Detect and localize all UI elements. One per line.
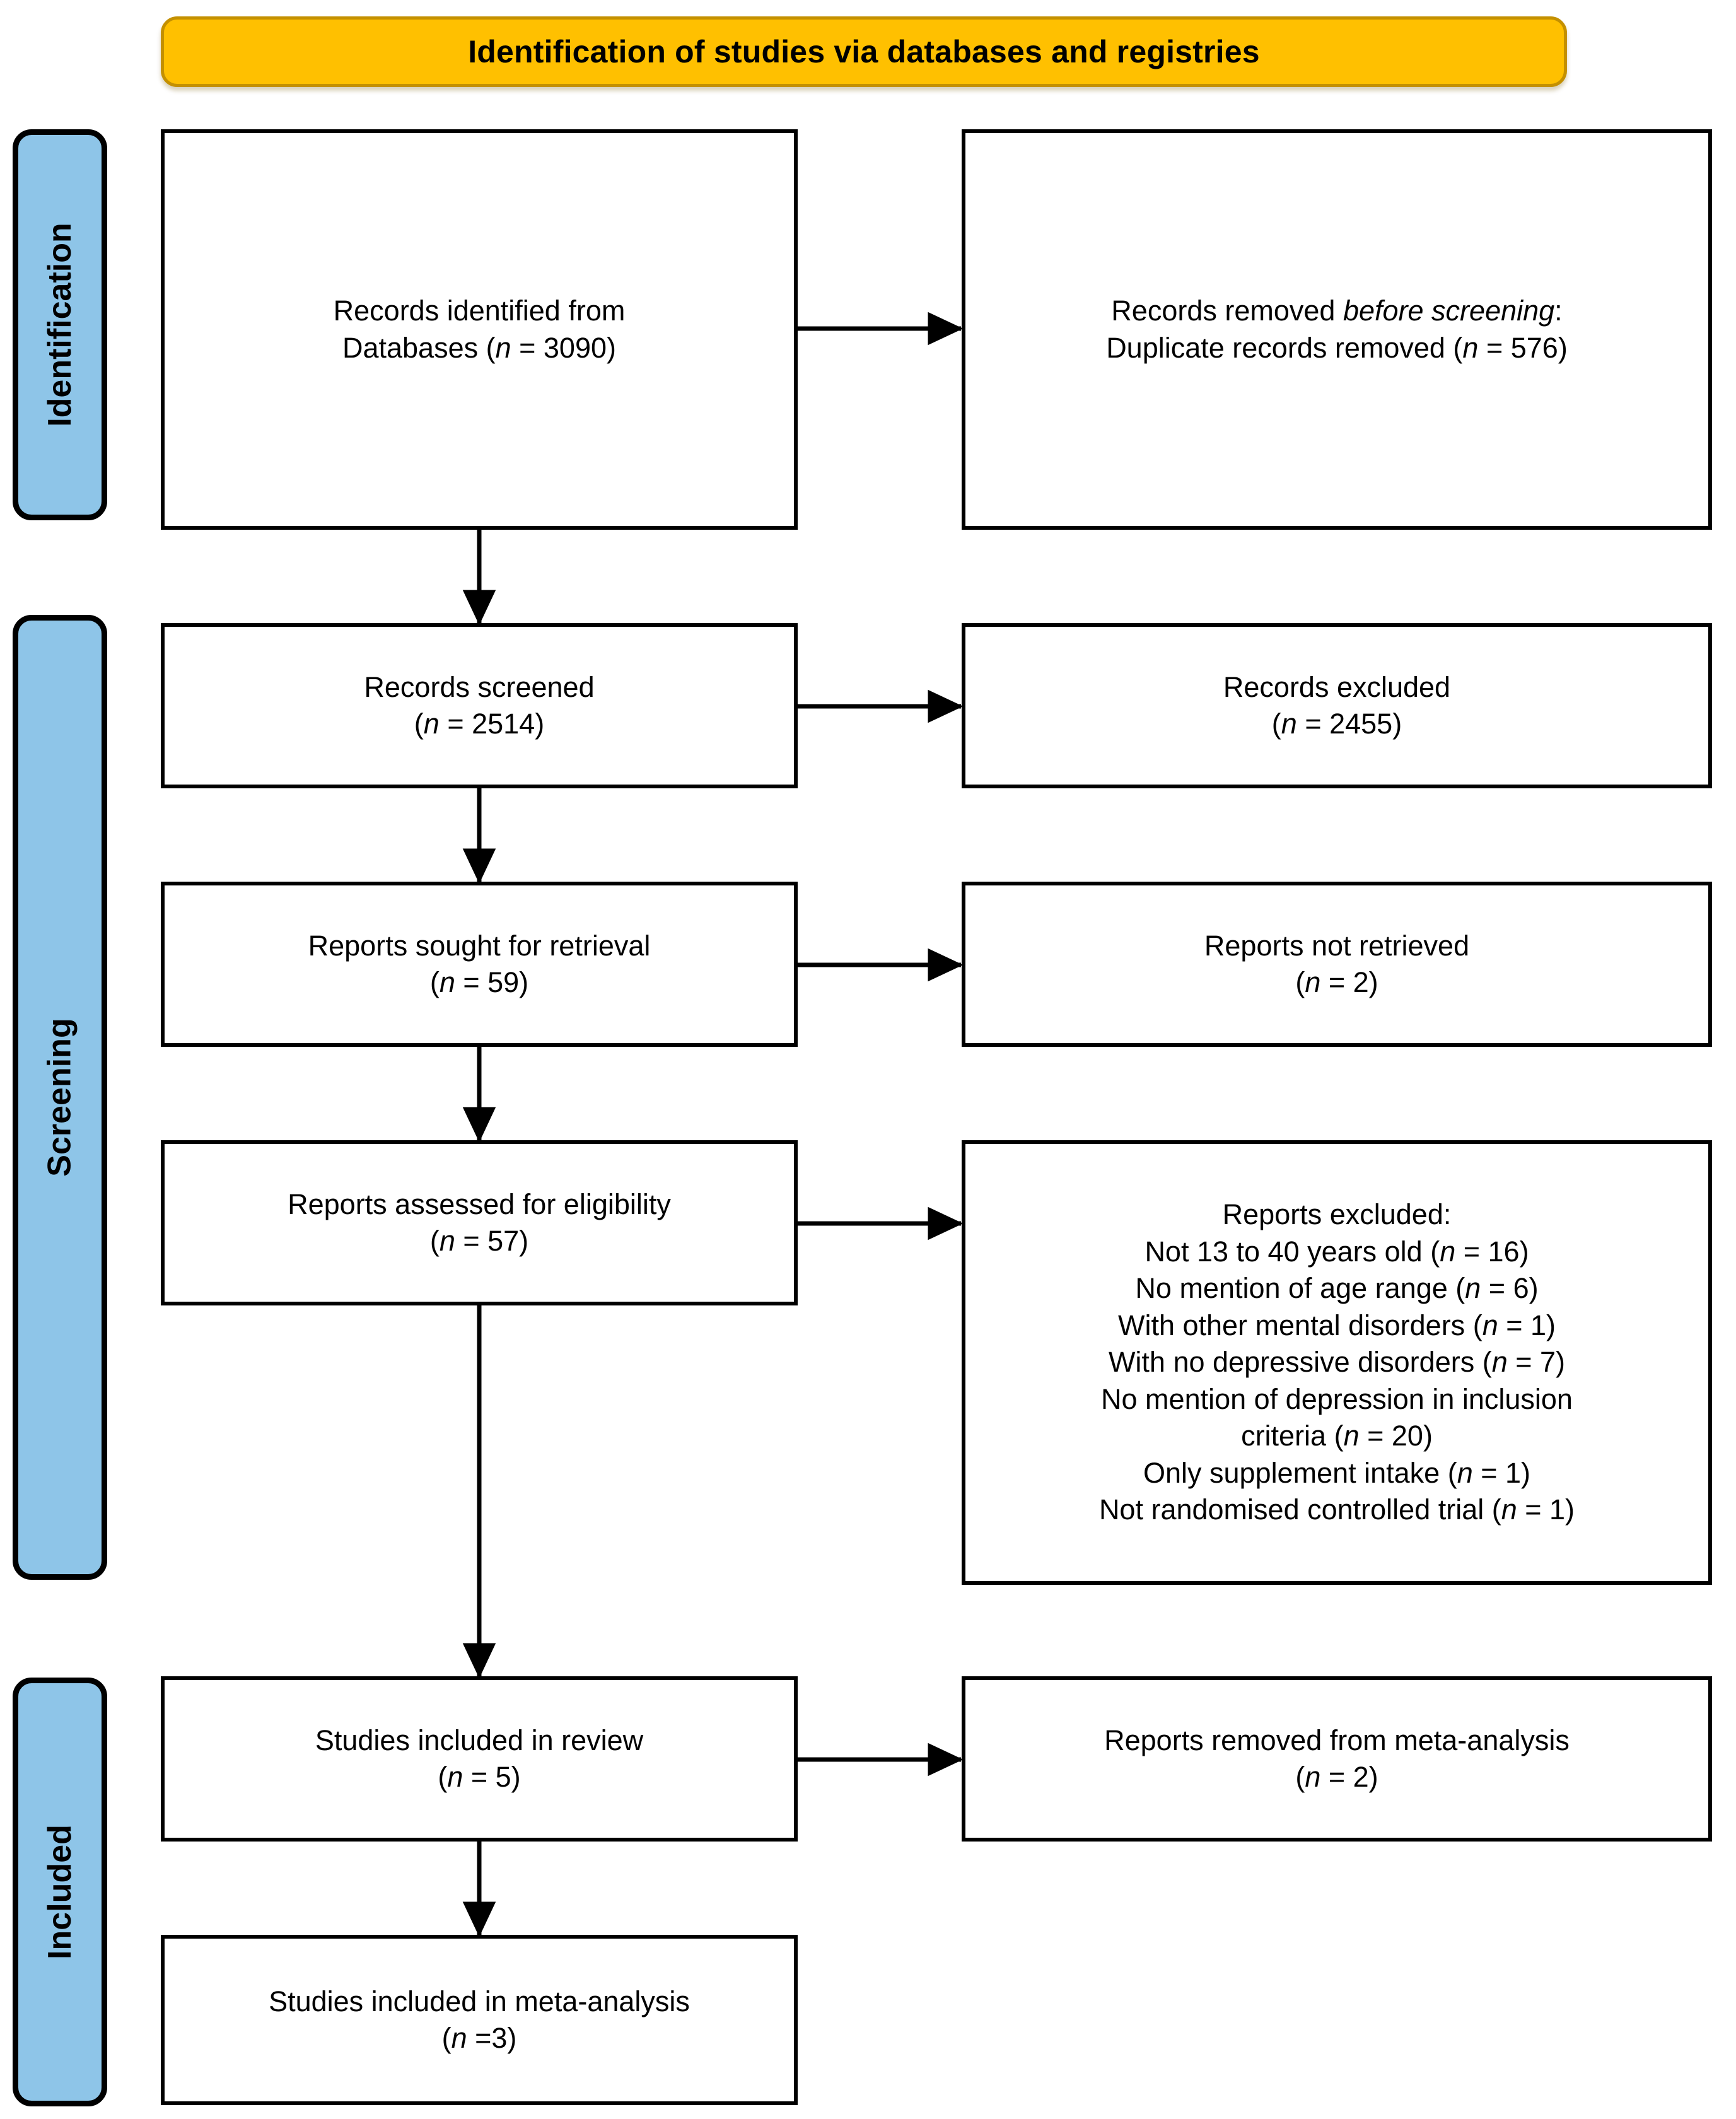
italic-run: n [1440,1235,1456,1268]
italic-run: n [1281,708,1297,740]
italic-run: n [1501,1493,1517,1526]
node-text-line: criteria (n = 20) [1241,1420,1433,1452]
italic-run: n [1457,1456,1473,1489]
node-studies-included-meta-analysis: Studies included in meta-analysis (n =3) [161,1935,798,2105]
node-studies-included-review: Studies included in review (n = 5) [161,1676,798,1842]
node-reports-removed-meta-text: Reports removed from meta-analysis (n = 2… [979,1722,1694,1796]
node-records-screened: Records screened (n = 2514) [161,623,798,788]
node-text-line: Records excluded [1223,670,1451,703]
node-text-line: Databases (n = 3090) [342,331,617,364]
node-reports-excluded-reasons: Reports excluded: Not 13 to 40 years old … [962,1140,1712,1585]
italic-run: n [1343,1420,1360,1452]
node-text-line: Studies included in review [315,1724,644,1756]
node-text-line: Only supplement intake (n = 1) [1143,1456,1531,1489]
node-reports-removed-meta-analysis: Reports removed from meta-analysis (n = 2… [962,1676,1712,1842]
italic-run: n [1482,1309,1498,1341]
node-text-line: Records identified from [333,295,626,327]
node-records-excluded-text: Records excluded (n = 2455) [979,669,1694,743]
node-text-line: Reports removed from meta-analysis [1104,1724,1570,1756]
stage-tab-included-label: Included [42,1824,79,1959]
node-text-line: Duplicate records removed (n = 576) [1106,331,1568,364]
node-text-line: (n = 57) [429,1225,529,1257]
node-reports-assessed-text: Reports assessed for eligibility (n = 57) [178,1186,780,1260]
node-text-line: Reports not retrieved [1204,929,1470,962]
node-text-line: Not randomised controlled trial (n = 1) [1098,1493,1575,1526]
node-text-line: (n = 2) [1295,966,1378,998]
node-studies-included-meta-text: Studies included in meta-analysis (n =3) [178,1983,780,2057]
node-reports-not-retrieved: Reports not retrieved (n = 2) [962,882,1712,1047]
banner-identification-header: Identification of studies via databases … [161,16,1567,87]
italic-run: n [439,966,455,998]
node-text-line: With no depressive disorders (n = 7) [1108,1346,1566,1379]
node-reports-sought: Reports sought for retrieval (n = 59) [161,882,798,1047]
node-text-line: (n =3) [441,2022,517,2054]
node-text-line: With other mental disorders (n = 1) [1117,1309,1556,1341]
node-reports-assessed: Reports assessed for eligibility (n = 57) [161,1140,798,1305]
node-records-screened-text: Records screened (n = 2514) [178,669,780,743]
italic-run: n [447,1761,463,1793]
node-reports-not-retrieved-text: Reports not retrieved (n = 2) [979,928,1694,1001]
node-reports-excluded-reasons-text: Reports excluded: Not 13 to 40 years old … [979,1196,1694,1529]
stage-tab-included: Included [13,1678,107,2106]
node-studies-included-review-text: Studies included in review (n = 5) [178,1722,780,1796]
node-text-line: No mention of age range (n = 6) [1135,1272,1539,1305]
italic-run: n [1465,1272,1481,1305]
italic-run: n [1491,1346,1508,1379]
stage-tab-identification: Identification [13,129,107,520]
italic-run: n [439,1225,455,1257]
italic-run: n [1462,331,1479,364]
node-text-line: Records removed before screening: [1111,295,1563,327]
node-records-removed-before-screening: Records removed before screening: Duplica… [962,129,1712,530]
stage-tab-identification-label: Identification [42,223,78,427]
stage-tab-screening-label: Screening [42,1018,79,1177]
banner-title: Identification of studies via databases … [468,34,1260,69]
node-text-line: Studies included in meta-analysis [269,1985,690,2017]
node-text-line: No mention of depression in inclusion [1101,1382,1573,1415]
node-text-line: Reports sought for retrieval [308,929,651,962]
node-text-line: (n = 2514) [414,708,545,740]
italic-run: n [495,331,511,364]
node-text-line: (n = 5) [438,1761,521,1793]
node-text-line: Not 13 to 40 years old (n = 16) [1145,1235,1529,1268]
node-text-line: (n = 59) [429,966,529,998]
node-text-line: Reports assessed for eligibility [288,1188,671,1220]
italic-run: before screening [1343,295,1555,327]
node-records-excluded: Records excluded (n = 2455) [962,623,1712,788]
node-text-line: Reports excluded: [1222,1198,1452,1231]
node-text-line: (n = 2455) [1271,708,1402,740]
node-text-line: (n = 2) [1295,1761,1378,1793]
italic-run: n [1305,966,1321,998]
italic-run: n [423,708,440,740]
node-records-removed-text: Records removed before screening: Duplica… [979,293,1694,366]
italic-run: n [1305,1761,1321,1793]
node-text-line: Records screened [364,670,595,703]
italic-run: n [451,2022,467,2054]
stage-tab-screening: Screening [13,615,107,1580]
node-reports-sought-text: Reports sought for retrieval (n = 59) [178,928,780,1001]
